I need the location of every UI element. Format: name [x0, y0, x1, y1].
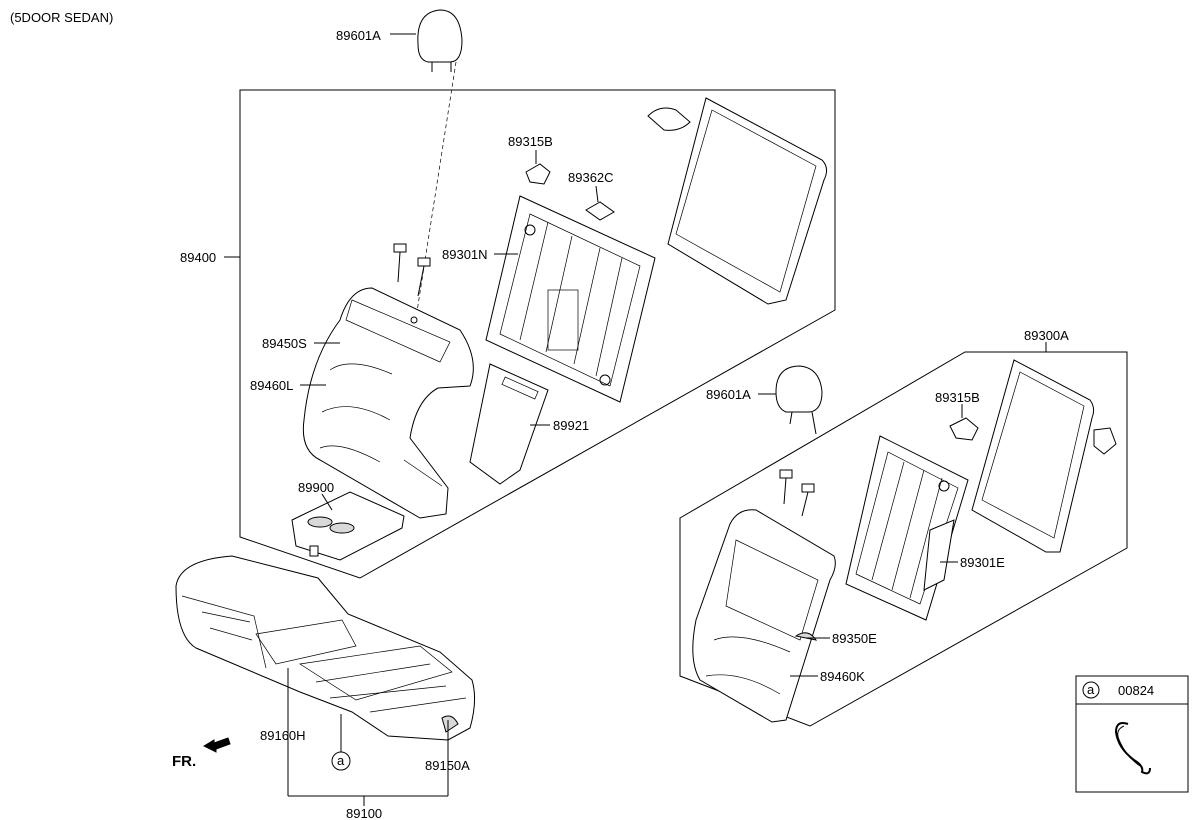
callout-89460K: 89460K: [820, 669, 865, 684]
callout-89900: 89900: [298, 480, 334, 495]
callout-89150A: 89150A: [425, 758, 470, 773]
backrest-rear-panel[interactable]: [647, 97, 828, 305]
front-arrow-icon: [202, 737, 231, 753]
legend-marker-label: a: [1087, 682, 1095, 697]
marker-a-circle: [331, 751, 351, 771]
back-board-89921[interactable]: [469, 363, 549, 485]
backrest-frame-left[interactable]: [485, 195, 656, 403]
callout-89400: 89400: [180, 250, 216, 265]
headrest-guide-pins[interactable]: [393, 243, 431, 297]
marker-a-label: a: [337, 753, 345, 768]
backrest-pad-right[interactable]: [692, 509, 836, 723]
callout-89450S: 89450S: [262, 336, 307, 351]
callout-89362C: 89362C: [568, 170, 614, 185]
bracket-89315B-top[interactable]: [525, 163, 551, 185]
leader-89362C: [595, 185, 599, 203]
callout-89601A-top: 89601A: [336, 28, 381, 43]
callout-89100: 89100: [346, 806, 382, 820]
backrest-pad-left[interactable]: [302, 287, 474, 519]
front-direction-label: FR.: [172, 753, 196, 770]
callout-89301E: 89301E: [960, 555, 1005, 570]
backrest-frame-right[interactable]: [845, 435, 969, 621]
backrest-right-group-outline: [679, 351, 1128, 727]
callout-89350E: 89350E: [832, 631, 877, 646]
bracket-89315B-right[interactable]: [949, 417, 979, 441]
armrest[interactable]: [291, 491, 405, 561]
legend-code: 00824: [1118, 683, 1154, 698]
callout-89300A: 89300A: [1024, 328, 1069, 343]
callout-89315B-right: 89315B: [935, 390, 980, 405]
callout-89921: 89921: [553, 418, 589, 433]
cover-89362C[interactable]: [585, 201, 615, 221]
clip-icon-inner: [1117, 725, 1141, 767]
callout-89601A-right: 89601A: [706, 387, 751, 402]
seat-cushion[interactable]: [175, 555, 476, 741]
variant-label: (5DOOR SEDAN): [10, 10, 113, 25]
backrest-right-rear-panel[interactable]: [971, 359, 1117, 553]
headrest-top[interactable]: [417, 9, 463, 72]
callout-89460L: 89460L: [250, 378, 293, 393]
clip-icon: [1114, 722, 1151, 775]
callout-89301N: 89301N: [442, 247, 488, 262]
backrest-group-outline: [239, 89, 836, 579]
headrest-guide-line: [415, 61, 457, 319]
legend-box: [1075, 675, 1189, 793]
headrest-right[interactable]: [775, 365, 823, 435]
leader-89900: [321, 493, 333, 511]
callout-89160H: 89160H: [260, 728, 306, 743]
callout-89315B-top: 89315B: [508, 134, 553, 149]
